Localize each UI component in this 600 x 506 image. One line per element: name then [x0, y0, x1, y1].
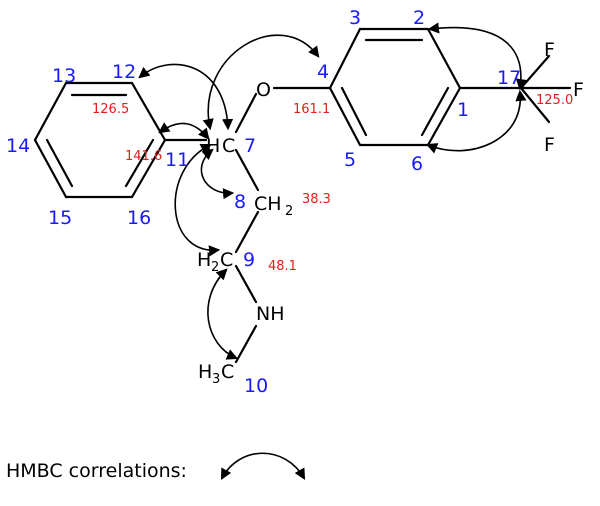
atom-fluorine-bottom: F: [544, 134, 555, 156]
atom-number-17: 17: [497, 67, 521, 89]
atom-fluorine-top: F: [544, 39, 555, 61]
shift-c17: 125.0: [536, 93, 573, 108]
atom-number-5: 5: [344, 149, 356, 171]
right-benzene-ring: [328, 27, 462, 147]
atom-number-16: 16: [127, 207, 151, 229]
atom-nitrogen: NH: [256, 303, 285, 325]
atom-number-6: 6: [411, 153, 423, 175]
atom-labels: O F F F H C CH 2 H 2 C NH H 3 C: [197, 39, 584, 387]
atom-number-13: 13: [52, 65, 76, 87]
atom-c9-c: C: [220, 249, 233, 271]
hmbc-arrows: [138, 22, 527, 360]
shift-c11: 141.6: [125, 149, 162, 164]
chemical-shifts: 161.1 125.0 126.5 141.6 38.3 48.1: [92, 93, 573, 274]
atom-number-10: 10: [244, 375, 268, 397]
atom-c8-ch: CH: [254, 193, 282, 215]
legend-arrow-icon: [220, 452, 306, 480]
atom-fluorine-right: F: [573, 79, 584, 101]
shift-c9: 48.1: [268, 259, 297, 274]
atom-c9-h: H: [197, 249, 211, 271]
atom-number-15: 15: [48, 207, 72, 229]
atom-number-9: 9: [243, 249, 255, 271]
atom-c10-sub: 3: [212, 372, 220, 387]
legend-label: HMBC correlations:: [6, 460, 187, 482]
atom-number-11: 11: [165, 149, 189, 171]
atom-c8-sub: 2: [285, 204, 293, 219]
atom-oxygen: O: [256, 79, 271, 101]
atom-numbers: 1 2 3 4 5 6 7 8 9 10 11 12 13 14 15 16 1…: [6, 7, 521, 397]
atom-number-2: 2: [413, 7, 425, 29]
shift-c8: 38.3: [302, 192, 331, 207]
atom-number-12: 12: [112, 61, 136, 83]
atom-number-3: 3: [349, 7, 361, 29]
atom-c10-h: H: [198, 361, 212, 383]
atom-number-8: 8: [234, 191, 246, 213]
atom-number-7: 7: [244, 135, 256, 157]
atom-c7-c: C: [222, 135, 235, 157]
atom-c10-c: C: [221, 361, 234, 383]
atom-c7-h: H: [206, 135, 220, 157]
atom-c9-sub: 2: [211, 260, 219, 275]
chain-bonds: [163, 54, 572, 364]
atom-number-4: 4: [317, 61, 329, 83]
legend: HMBC correlations:: [6, 452, 306, 482]
atom-number-1: 1: [457, 99, 469, 121]
left-benzene-ring: [33, 81, 167, 199]
shift-c12: 126.5: [92, 102, 129, 117]
shift-c4: 161.1: [293, 102, 330, 117]
atom-number-14: 14: [6, 135, 30, 157]
